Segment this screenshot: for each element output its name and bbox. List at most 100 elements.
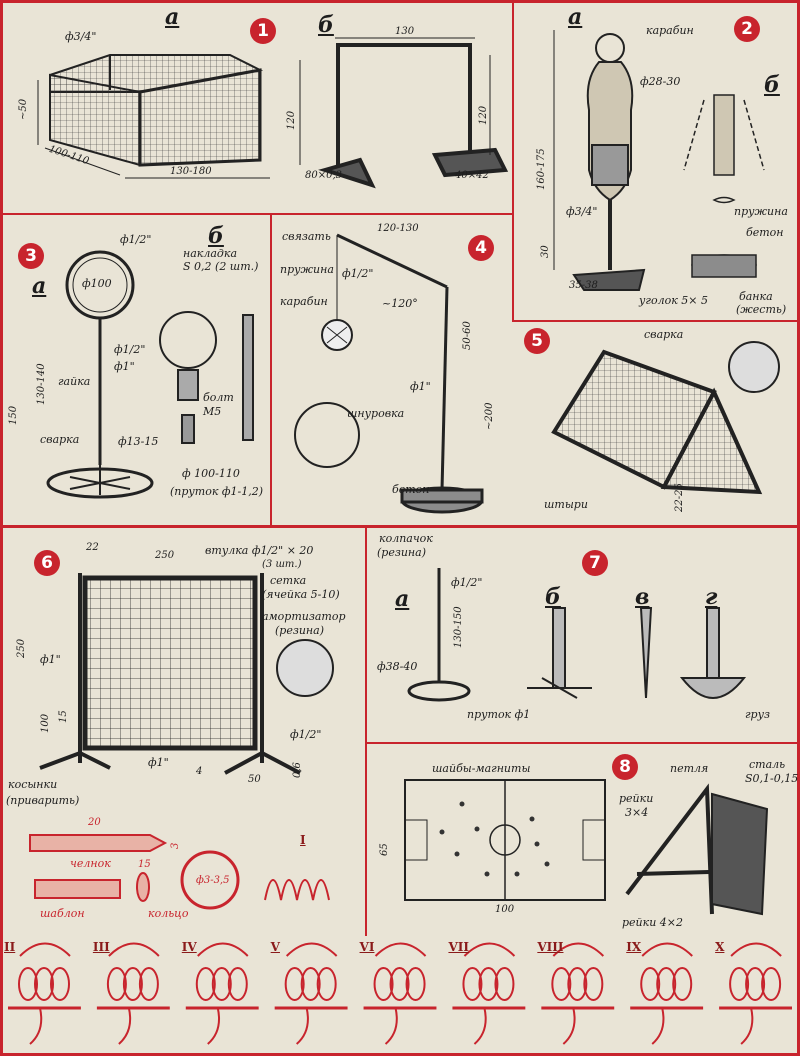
- p3-prutok-label: (пруток ф1-1,2): [170, 485, 264, 498]
- rule-v2: [270, 213, 272, 525]
- knot-step-2: [8, 942, 81, 1045]
- ring-detail-b: [159, 311, 254, 444]
- p4-pruzhina-label: пружина: [280, 263, 334, 276]
- p7-half-label: ф1/2": [451, 576, 483, 589]
- p2-h30-label: 30: [540, 245, 551, 258]
- tools-three-label: 3: [170, 842, 181, 849]
- p3-f100-label: ф 100-110: [182, 467, 240, 480]
- p1-w130b-label: 130: [395, 26, 415, 37]
- p5-shtyri-label: штыри: [544, 498, 588, 511]
- tools-fifteen-label: 15: [138, 859, 151, 870]
- p3-h130-label: 130-140: [36, 363, 47, 405]
- p6-h100-label: 100: [40, 713, 51, 733]
- rebounder-drawing: [39, 573, 334, 775]
- tools-shablon-label: шаблон: [40, 907, 85, 920]
- p4-svyazat-label: связать: [282, 230, 331, 243]
- p3-sub-a: а: [32, 273, 47, 299]
- p6-amort-label: амортизатор: [262, 610, 346, 623]
- p7-h130-label: 130-150: [453, 606, 464, 648]
- p4-h200-label: ~200: [484, 402, 495, 430]
- p7-kolpachok-label: колпачок: [379, 532, 433, 545]
- p4-angle-label: ~120°: [382, 297, 418, 310]
- p6-kosynki-label: косынки: [8, 778, 58, 791]
- panel-7-posts: колпачок (резина) 7 ф1/2" а б в г 130-15…: [367, 528, 800, 742]
- p4-beton-label: бетон: [392, 483, 430, 496]
- p6-w250-label: 250: [155, 550, 175, 561]
- rebounder-legs: [39, 573, 301, 775]
- p6-small-label: 0,6: [292, 762, 303, 778]
- tools-twenty-label: 20: [88, 817, 101, 828]
- p2-pruzhina-label: пружина: [734, 205, 788, 218]
- pendulum-frame: [336, 233, 484, 514]
- p3-gaika-label: гайка: [58, 375, 91, 388]
- knot-step-9: [630, 942, 704, 1045]
- rebounder-net: [82, 575, 258, 751]
- panel-3-ring-target: 3 а б ф1/2" ф100 накладка S 0,2 (2 шт.) …: [0, 215, 270, 525]
- p3-s02-label: S 0,2 (2 шт.): [183, 260, 259, 273]
- p2-ugolok-label: уголок 5× 5: [639, 294, 708, 307]
- pendulum-drawings: [294, 233, 484, 514]
- p7-sub-a: а: [395, 586, 410, 612]
- knot-step-8: [541, 942, 615, 1045]
- p7-f38-label: ф38-40: [377, 660, 418, 673]
- spiral: [264, 879, 330, 901]
- p1-h120a-label: 120: [286, 110, 297, 130]
- p2-karabin-label: карабин: [646, 24, 694, 37]
- p1-number-badge: 1: [250, 18, 276, 44]
- p8-reiki-label: рейки: [619, 792, 654, 805]
- p6-fifty-label: 50: [248, 774, 261, 785]
- magnet-washers: [439, 801, 550, 877]
- p8-stal-label: сталь: [749, 758, 786, 771]
- p1-w130-label: 130-180: [170, 166, 212, 177]
- knot-step-label: VIII: [537, 940, 564, 954]
- bottom-net-tools: 20 3 челнок 15 шаблон кольцо ф3-3,5 I: [0, 815, 365, 935]
- shablon-template: [34, 879, 121, 899]
- p6-number-badge: 6: [34, 550, 60, 576]
- knot-step-label: IX: [626, 940, 642, 954]
- tools-f335-label: ф3-3,5: [196, 875, 230, 886]
- p6-oneb-label: ф1": [148, 756, 169, 769]
- p7-prutok-label: пруток ф1: [467, 708, 531, 721]
- goal-frame-b: [318, 43, 509, 189]
- p4-h50-label: 50-60: [462, 321, 473, 350]
- p1-base80-label: 80×0,3: [305, 170, 343, 181]
- soccer-ball: [321, 319, 353, 351]
- p3-h150-label: 150: [8, 405, 19, 425]
- shock-absorber-detail: [276, 639, 334, 697]
- bottle-drawings: [553, 30, 765, 291]
- knot-step-5: [274, 942, 348, 1045]
- rule-v3: [365, 528, 367, 936]
- p7-gruz-label: груз: [745, 708, 770, 721]
- magnet-board-drawing: [404, 779, 769, 916]
- p3-f13-label: ф13-15: [118, 435, 159, 448]
- ring-drawings: [46, 250, 254, 499]
- p6-rezina-label: (резина): [275, 624, 325, 637]
- knot-step-label: VII: [448, 940, 469, 954]
- p8-reiki42-label: рейки 4×2: [622, 916, 683, 929]
- panel-8-magnet-board: шайбы-магниты 8 петля сталь S0,1-0,15 ре…: [367, 744, 800, 936]
- p3-svarka-label: сварка: [40, 433, 80, 446]
- p4-one-label: ф1": [410, 380, 431, 393]
- knot-step-label: X: [715, 940, 725, 954]
- knot-steps-drawing: [8, 942, 792, 1045]
- p1-pipe-label: ф3/4": [65, 30, 97, 43]
- knot-step-label: III: [92, 940, 110, 954]
- rule-v1: [512, 0, 514, 320]
- p6-vtulka-label: втулка ф1/2" × 20: [205, 544, 314, 557]
- panel-5-rebound-net: 5 сварка штыри 22-25: [514, 322, 800, 525]
- tools-koltso-label: кольцо: [148, 907, 189, 920]
- panel-2-bottle-trainer: а б 2 карабин ф28-30 160-175 ф3/4" 30 35…: [514, 0, 800, 320]
- p1-h120b-label: 120: [478, 105, 489, 125]
- post-b: [527, 607, 592, 699]
- panel-4-ball-pendulum: 4 связать пружина 120-130 ф1/2" карабин …: [272, 215, 512, 525]
- p5-svarka-label: сварка: [644, 328, 684, 341]
- p6-h250-label: 250: [16, 638, 27, 658]
- p2-pipe-label: ф3/4": [566, 205, 598, 218]
- p1-base40-label: 40×42: [455, 170, 489, 181]
- post-a: [407, 568, 471, 702]
- p3-bolt-label: болт: [203, 391, 234, 404]
- p5-d22-label: 22-25: [674, 483, 685, 512]
- p2-beton-label: бетон: [746, 226, 784, 239]
- p2-d28-label: ф28-30: [640, 75, 681, 88]
- tools-drawing: [29, 834, 330, 910]
